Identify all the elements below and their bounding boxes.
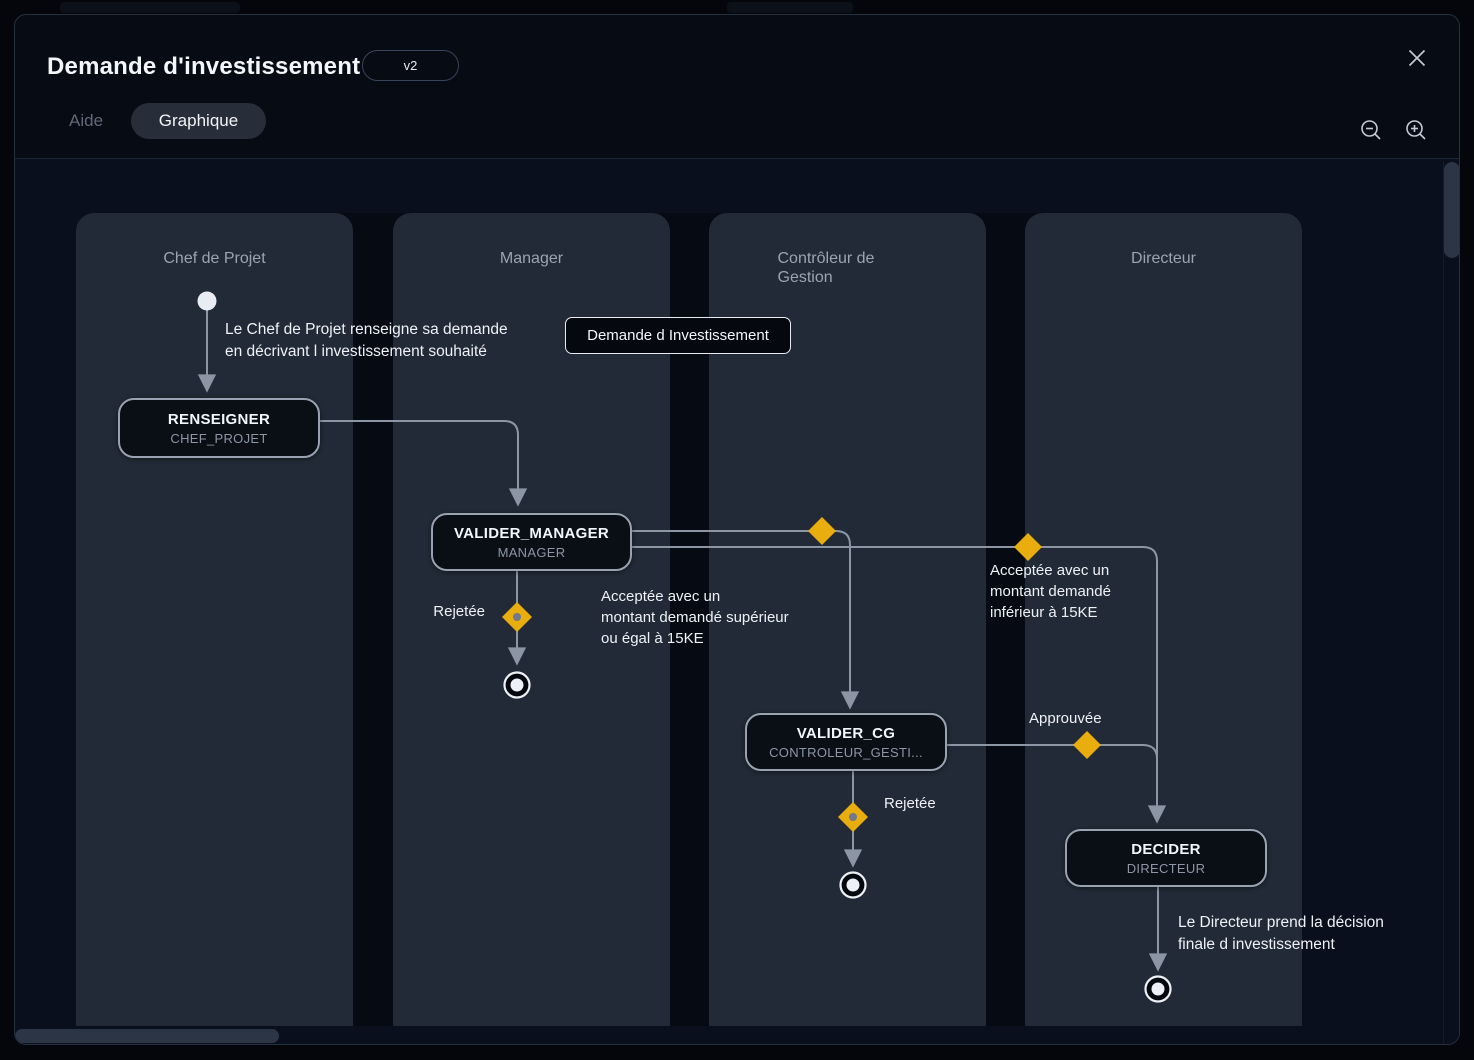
investment-request-dialog: Demande d'investissement v2 Aide Graphiq… bbox=[14, 14, 1460, 1045]
task-title: RENSEIGNER bbox=[167, 410, 271, 428]
diagram-edges-layer bbox=[197, 291, 1172, 1003]
close-button[interactable] bbox=[1404, 45, 1430, 71]
edge-renseigner-to-valider-manager bbox=[320, 420, 528, 507]
lane-title: Chef de Projet bbox=[163, 250, 266, 267]
task-subtitle: DIRECTEUR bbox=[1126, 860, 1206, 876]
annotation-end: Le Directeur prend la décision finale d … bbox=[1178, 914, 1384, 953]
task-valider-cg[interactable]: VALIDER_CG CONTROLEUR_GESTI... bbox=[745, 713, 947, 771]
start-event bbox=[197, 291, 217, 311]
task-renseigner[interactable]: RENSEIGNER CHEF_PROJET bbox=[118, 398, 320, 458]
task-subtitle: CONTROLEUR_GESTI... bbox=[769, 744, 923, 760]
background-app-bar-left bbox=[60, 2, 240, 13]
end-event-cg-rejetee bbox=[839, 871, 867, 899]
close-icon bbox=[1408, 49, 1426, 67]
end-event-manager-rejetee bbox=[503, 671, 531, 699]
lane-title: Directeur bbox=[1131, 250, 1196, 267]
zoom-in-button[interactable] bbox=[1404, 118, 1430, 144]
edge-valider-manager-to-decider bbox=[632, 546, 1167, 824]
gateway-acceptee-inf-icon bbox=[1014, 533, 1042, 561]
gateway-acceptee-sup-icon bbox=[808, 517, 836, 545]
task-valider-manager[interactable]: VALIDER_MANAGER MANAGER bbox=[431, 513, 632, 571]
edge-valider-cg-approuvee bbox=[947, 744, 1158, 799]
task-title: VALIDER_CG bbox=[796, 724, 896, 742]
task-title: DECIDER bbox=[1131, 840, 1201, 858]
vertical-scrollbar-track bbox=[1443, 161, 1444, 1044]
end-event-final bbox=[1144, 975, 1172, 1003]
lane-chef-de-projet: Chef de Projet bbox=[76, 213, 353, 1026]
task-decider[interactable]: DECIDER DIRECTEUR bbox=[1065, 829, 1267, 887]
gateway-rejetee-cg-icon bbox=[838, 802, 868, 832]
zoom-out-icon bbox=[1361, 120, 1381, 140]
edge-label-rejetee-cg: Rejetée bbox=[884, 795, 936, 812]
dialog-title: Demande d'investissement bbox=[47, 53, 361, 80]
lane-directeur: Directeur bbox=[1025, 213, 1302, 1026]
task-subtitle: CHEF_PROJET bbox=[170, 430, 268, 446]
zoom-in-icon bbox=[1406, 120, 1426, 140]
version-badge: v2 bbox=[362, 50, 459, 81]
edge-label-approuvee: Approuvée bbox=[1029, 710, 1102, 727]
edge-valider-manager-to-valider-cg bbox=[632, 530, 860, 710]
edge-label-acceptee-sup: Acceptée avec un montant demandé supérie… bbox=[601, 588, 789, 647]
header-divider bbox=[15, 158, 1459, 159]
task-title: VALIDER_MANAGER bbox=[453, 524, 610, 542]
data-object-demande[interactable]: Demande d Investissement bbox=[565, 317, 791, 354]
diagram-canvas[interactable]: Chef de Projet Manager Contrôleur de Ges… bbox=[15, 159, 1459, 1044]
task-subtitle: MANAGER bbox=[497, 544, 566, 560]
edge-label-acceptee-inf: Acceptée avec un montant demandé inférie… bbox=[990, 562, 1111, 621]
tab-graphique[interactable]: Graphique bbox=[131, 103, 266, 139]
gateway-rejetee-manager-icon bbox=[502, 602, 532, 632]
gateway-approuvee-icon bbox=[1073, 731, 1101, 759]
lane-title: Manager bbox=[499, 250, 564, 267]
vertical-scrollbar-thumb[interactable] bbox=[1444, 162, 1459, 258]
annotation-start: Le Chef de Projet renseigne sa demande e… bbox=[225, 321, 508, 360]
zoom-out-button[interactable] bbox=[1359, 118, 1385, 144]
background-app-bar-right bbox=[727, 2, 853, 13]
horizontal-scrollbar-thumb[interactable] bbox=[15, 1029, 279, 1043]
tab-aide[interactable]: Aide bbox=[69, 111, 104, 130]
edge-label-rejetee-manager: Rejetée bbox=[433, 603, 485, 620]
lane-title: Contrôleur de Gestion bbox=[777, 250, 875, 286]
